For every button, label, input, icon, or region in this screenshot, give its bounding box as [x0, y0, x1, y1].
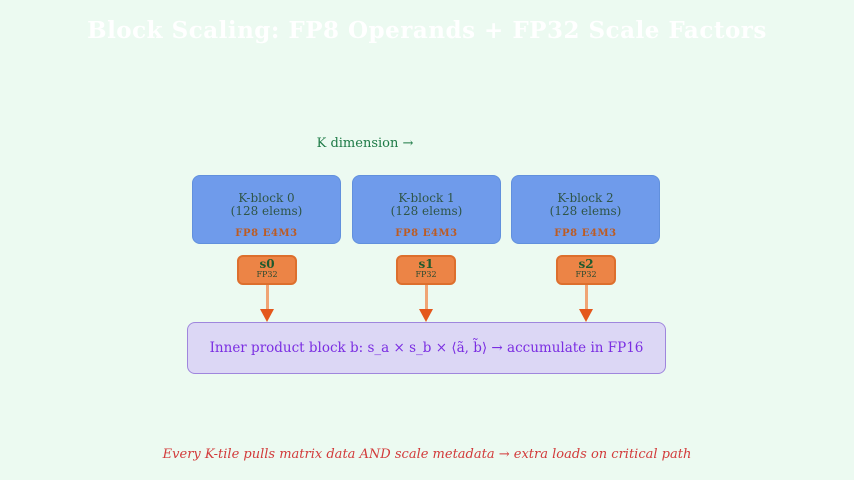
scale-name: s0 — [259, 257, 275, 271]
k-block-size: (128 elems) — [549, 204, 622, 218]
page-title: Block Scaling: FP8 Operands + FP32 Scale… — [87, 17, 767, 44]
down-arrow-icon — [260, 285, 274, 322]
scale-format: FP32 — [256, 270, 278, 280]
down-arrow-icon — [579, 285, 593, 322]
arrow-shaft — [584, 285, 588, 310]
scale-name: s2 — [578, 257, 594, 271]
scale-name: s1 — [418, 257, 434, 271]
arrow-shaft — [265, 285, 269, 310]
k-block-name: K-block 2 — [557, 191, 614, 205]
k-block-name: K-block 1 — [398, 191, 455, 205]
down-arrow-icon — [419, 285, 433, 322]
k-block-format: FP8 E4M3 — [395, 228, 458, 239]
inner-product-text: Inner product block b: s_a × s_b × ⟨ã, b… — [209, 340, 644, 356]
scale-box-s2: s2 FP32 — [556, 255, 616, 285]
arrow-head-icon — [579, 309, 593, 322]
scale-format: FP32 — [575, 270, 597, 280]
arrow-head-icon — [419, 309, 433, 322]
k-block-size: (128 elems) — [390, 204, 463, 218]
inner-product-box: Inner product block b: s_a × s_b × ⟨ã, b… — [187, 322, 666, 374]
k-block-card-2: K-block 2 (128 elems) FP8 E4M3 — [511, 175, 660, 244]
k-block-format: FP8 E4M3 — [235, 228, 298, 239]
arrow-shaft — [424, 285, 428, 310]
k-block-size: (128 elems) — [230, 204, 303, 218]
scale-box-s1: s1 FP32 — [396, 255, 456, 285]
k-block-card-1: K-block 1 (128 elems) FP8 E4M3 — [352, 175, 501, 244]
k-dimension-label: K dimension → — [316, 136, 414, 151]
scale-format: FP32 — [415, 270, 437, 280]
k-block-format: FP8 E4M3 — [554, 228, 617, 239]
arrow-head-icon — [260, 309, 274, 322]
footnote-text: Every K-tile pulls matrix data AND scale… — [162, 447, 692, 462]
k-block-name: K-block 0 — [238, 191, 295, 205]
scale-box-s0: s0 FP32 — [237, 255, 297, 285]
k-block-card-0: K-block 0 (128 elems) FP8 E4M3 — [192, 175, 341, 244]
